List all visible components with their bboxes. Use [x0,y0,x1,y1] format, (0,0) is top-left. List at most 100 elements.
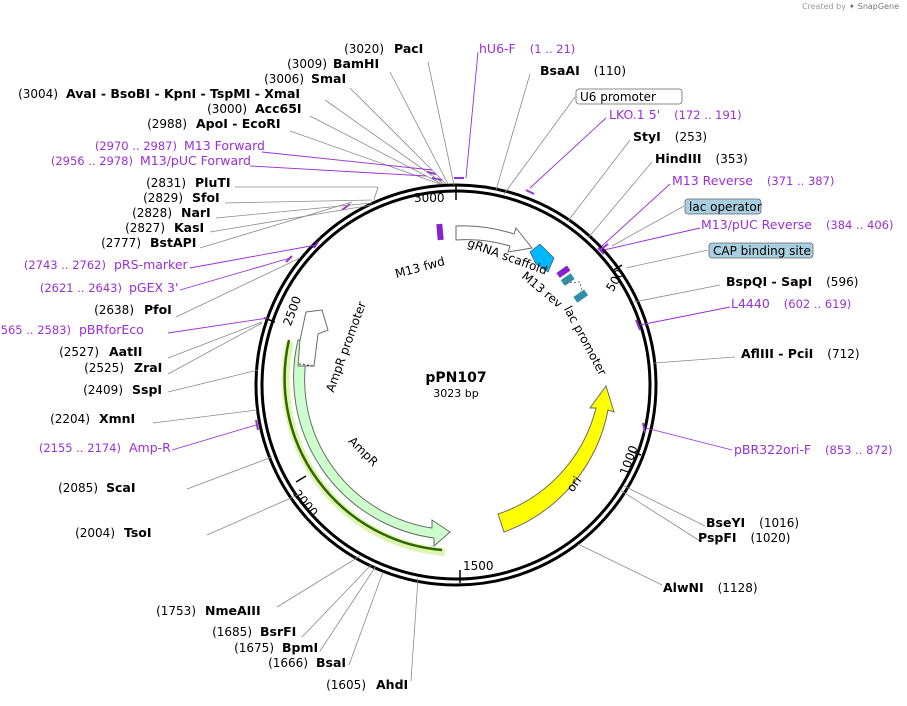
primer-label-m13pucfwd[interactable]: (2956 .. 2978)M13/pUC Forward [51,153,251,168]
label-name-bamhi: BamHI [333,56,379,71]
label-name-bspqi: BspQI - SapI [726,274,812,289]
site-label-afliii[interactable]: (712)AflIII - PciI [741,346,860,361]
site-label-tsoi[interactable]: (2004)TsoI [75,525,151,540]
site-label-nmeaiii[interactable]: (1753)NmeAIII [156,603,261,618]
label-name-ahdi: AhdI [376,677,408,692]
grna-scaffold-arrow[interactable] [455,225,533,253]
label-name-nmeaiii: NmeAIII [205,603,261,618]
primer-label-l4440[interactable]: (602 .. 619)L4440 [731,296,851,311]
site-label-kasi[interactable]: (2827)KasI [125,220,204,235]
label-name-bpmi: BpmI [282,640,318,655]
label-name-xmni: XmnI [99,411,135,426]
site-label-hindiii[interactable]: (353) HindIII [655,151,748,166]
ori-arrow[interactable] [497,384,615,533]
site-label-paci[interactable]: (3020)PacI [344,41,423,56]
plasmid-name: pPN107 [425,370,486,386]
label-pos-m13fwd: (2970 .. 2987) [95,139,177,153]
primer-label-m13rev[interactable]: (371 .. 387)M13 Reverse [672,173,834,188]
snapgene-logo-icon: ✦ [848,2,856,11]
site-label-sfoi[interactable]: (2829) SfoI [143,190,220,205]
label-pos-bseyi: (1016) [759,516,799,530]
m13-rev-mark[interactable] [556,265,571,278]
site-label-acc65i[interactable]: (3000)Acc65I [207,101,301,116]
primer-label-prs[interactable]: (2743 .. 2762)pRS-marker [24,257,189,272]
feature-box-u6prom[interactable]: U6 promoter [575,88,683,105]
primer-label-lko[interactable]: (172 .. 191)LKO.1 5' [609,107,742,122]
label-pos-afliii: (712) [827,347,859,361]
label-pos-bsrfi: (1685) [212,625,252,639]
label-name-avai: AvaI - BsoBI - KpnI - TspMI - XmaI [66,86,300,101]
site-label-bspqi[interactable]: (596) BspQI - SapI [726,274,858,289]
site-label-bsrfi[interactable]: (1685) BsrFI [212,624,296,639]
site-label-pspfi[interactable]: (1020)PspFI [698,530,790,545]
primer-label-pbrfor[interactable]: (2565 .. 2583)pBRforEco [0,322,144,337]
feature-label-lac-promoter: lac promoter [561,303,609,377]
label-pos-bsai: (1666) [268,656,308,670]
site-label-sspi[interactable]: (2409)SspI [83,382,162,397]
label-name-pspfi: PspFI [698,530,737,545]
label-pos-lko: (172 .. 191) [674,108,742,122]
label-pos-bpmi: (1675) [234,641,274,655]
site-label-zrai[interactable]: (2525)ZraI [84,360,162,375]
feature-box-lacop[interactable]: lac operator [684,198,762,215]
primer-leaders [167,51,733,451]
label-pos-hindiii: (353) [716,152,748,166]
ampr-promoter-dotted [298,363,315,367]
site-label-apoi[interactable]: (2988)ApoI - EcoRI [147,116,280,131]
site-label-bsai[interactable]: (1666)BsaI [268,655,346,670]
site-label-pfoi[interactable]: (2638)PfoI [94,302,172,317]
label-name-m13pucrev: M13/pUC Reverse [701,217,812,232]
site-label-bstapi[interactable]: (2777)BstAPI [101,235,196,250]
label-pos-tsoi: (2004) [75,526,115,540]
site-label-pluti[interactable]: (2831)PluTI [146,175,230,190]
lac-promoter-mark[interactable] [560,273,575,286]
label-name-bsrfi: BsrFI [260,624,296,639]
primer-label-pgex[interactable]: (2621 .. 2643)pGEX 3' [40,280,179,295]
tick-2500: 2500 [280,294,304,327]
label-name-hindiii: HindIII [655,151,702,166]
leader-lines [152,61,736,682]
label-pos-m13pucfwd: (2956 .. 2978) [51,154,133,168]
primer-label-ampr[interactable]: (2155 .. 2174)Amp-R [39,440,171,455]
box-label-u6prom: U6 promoter [580,90,656,104]
label-name-hu6f: hU6-F [479,41,516,56]
m13-fwd-mark[interactable] [436,223,444,241]
site-label-bamhi[interactable]: (3009)BamHI [287,56,379,71]
label-pos-nari: (2828) [132,206,172,220]
lac-operator-feature[interactable] [529,243,555,273]
label-name-apoi: ApoI - EcoRI [196,116,281,131]
box-lacop [684,198,762,215]
label-name-sspi: SspI [132,382,162,397]
site-label-smai[interactable]: (3006)SmaI [264,71,346,86]
label-name-smai: SmaI [311,71,346,86]
primer-label-m13pucrev[interactable]: (384 .. 406)M13/pUC Reverse [701,217,893,232]
label-pos-kasi: (2827) [125,221,165,235]
site-label-xmni[interactable]: (2204)XmnI [50,411,135,426]
label-pos-sfoi: (2829) [143,191,183,205]
site-label-aatii[interactable]: (2527)AatII [59,344,142,359]
label-pos-hu6f: (1 .. 21) [530,42,576,56]
feature-box-cap[interactable]: CAP binding site [708,242,814,259]
box-label-cap: CAP binding site [713,244,811,258]
site-label-bsaai[interactable]: (110)BsaAI [540,63,626,78]
site-label-styi[interactable]: (253)StyI [633,129,707,144]
label-pos-ampr: (2155 .. 2174) [39,441,121,455]
label-pos-bspqi: (596) [826,275,858,289]
plasmid-length: 3023 bp [433,387,478,400]
site-label-bpmi[interactable]: (1675) BpmI [234,640,318,655]
site-label-bseyi[interactable]: (1016)BseYI [706,515,799,530]
label-name-m13fwd: M13 Forward [184,138,265,153]
site-label-alwni[interactable]: (1128)AlwNI [663,580,758,595]
label-name-sfoi: SfoI [192,190,220,205]
site-label-avai[interactable]: (3004)AvaI - BsoBI - KpnI - TspMI - XmaI [18,86,300,101]
primer-label-m13fwd[interactable]: (2970 .. 2987) M13 Forward [95,138,265,153]
primer-label-pbr322[interactable]: (853 .. 872)pBR322ori-F [734,442,893,457]
site-label-nari[interactable]: (2828)NarI [132,205,211,220]
cap-mark[interactable] [573,289,589,303]
site-label-scai[interactable]: (2085)ScaI [58,480,135,495]
ampr-promoter-arrow[interactable] [297,309,329,367]
ampr-arrow[interactable] [293,339,451,548]
site-label-ahdi[interactable]: (1605)AhdI [326,677,408,692]
primer-label-hu6f[interactable]: (1 .. 21) hU6-F [479,41,575,56]
